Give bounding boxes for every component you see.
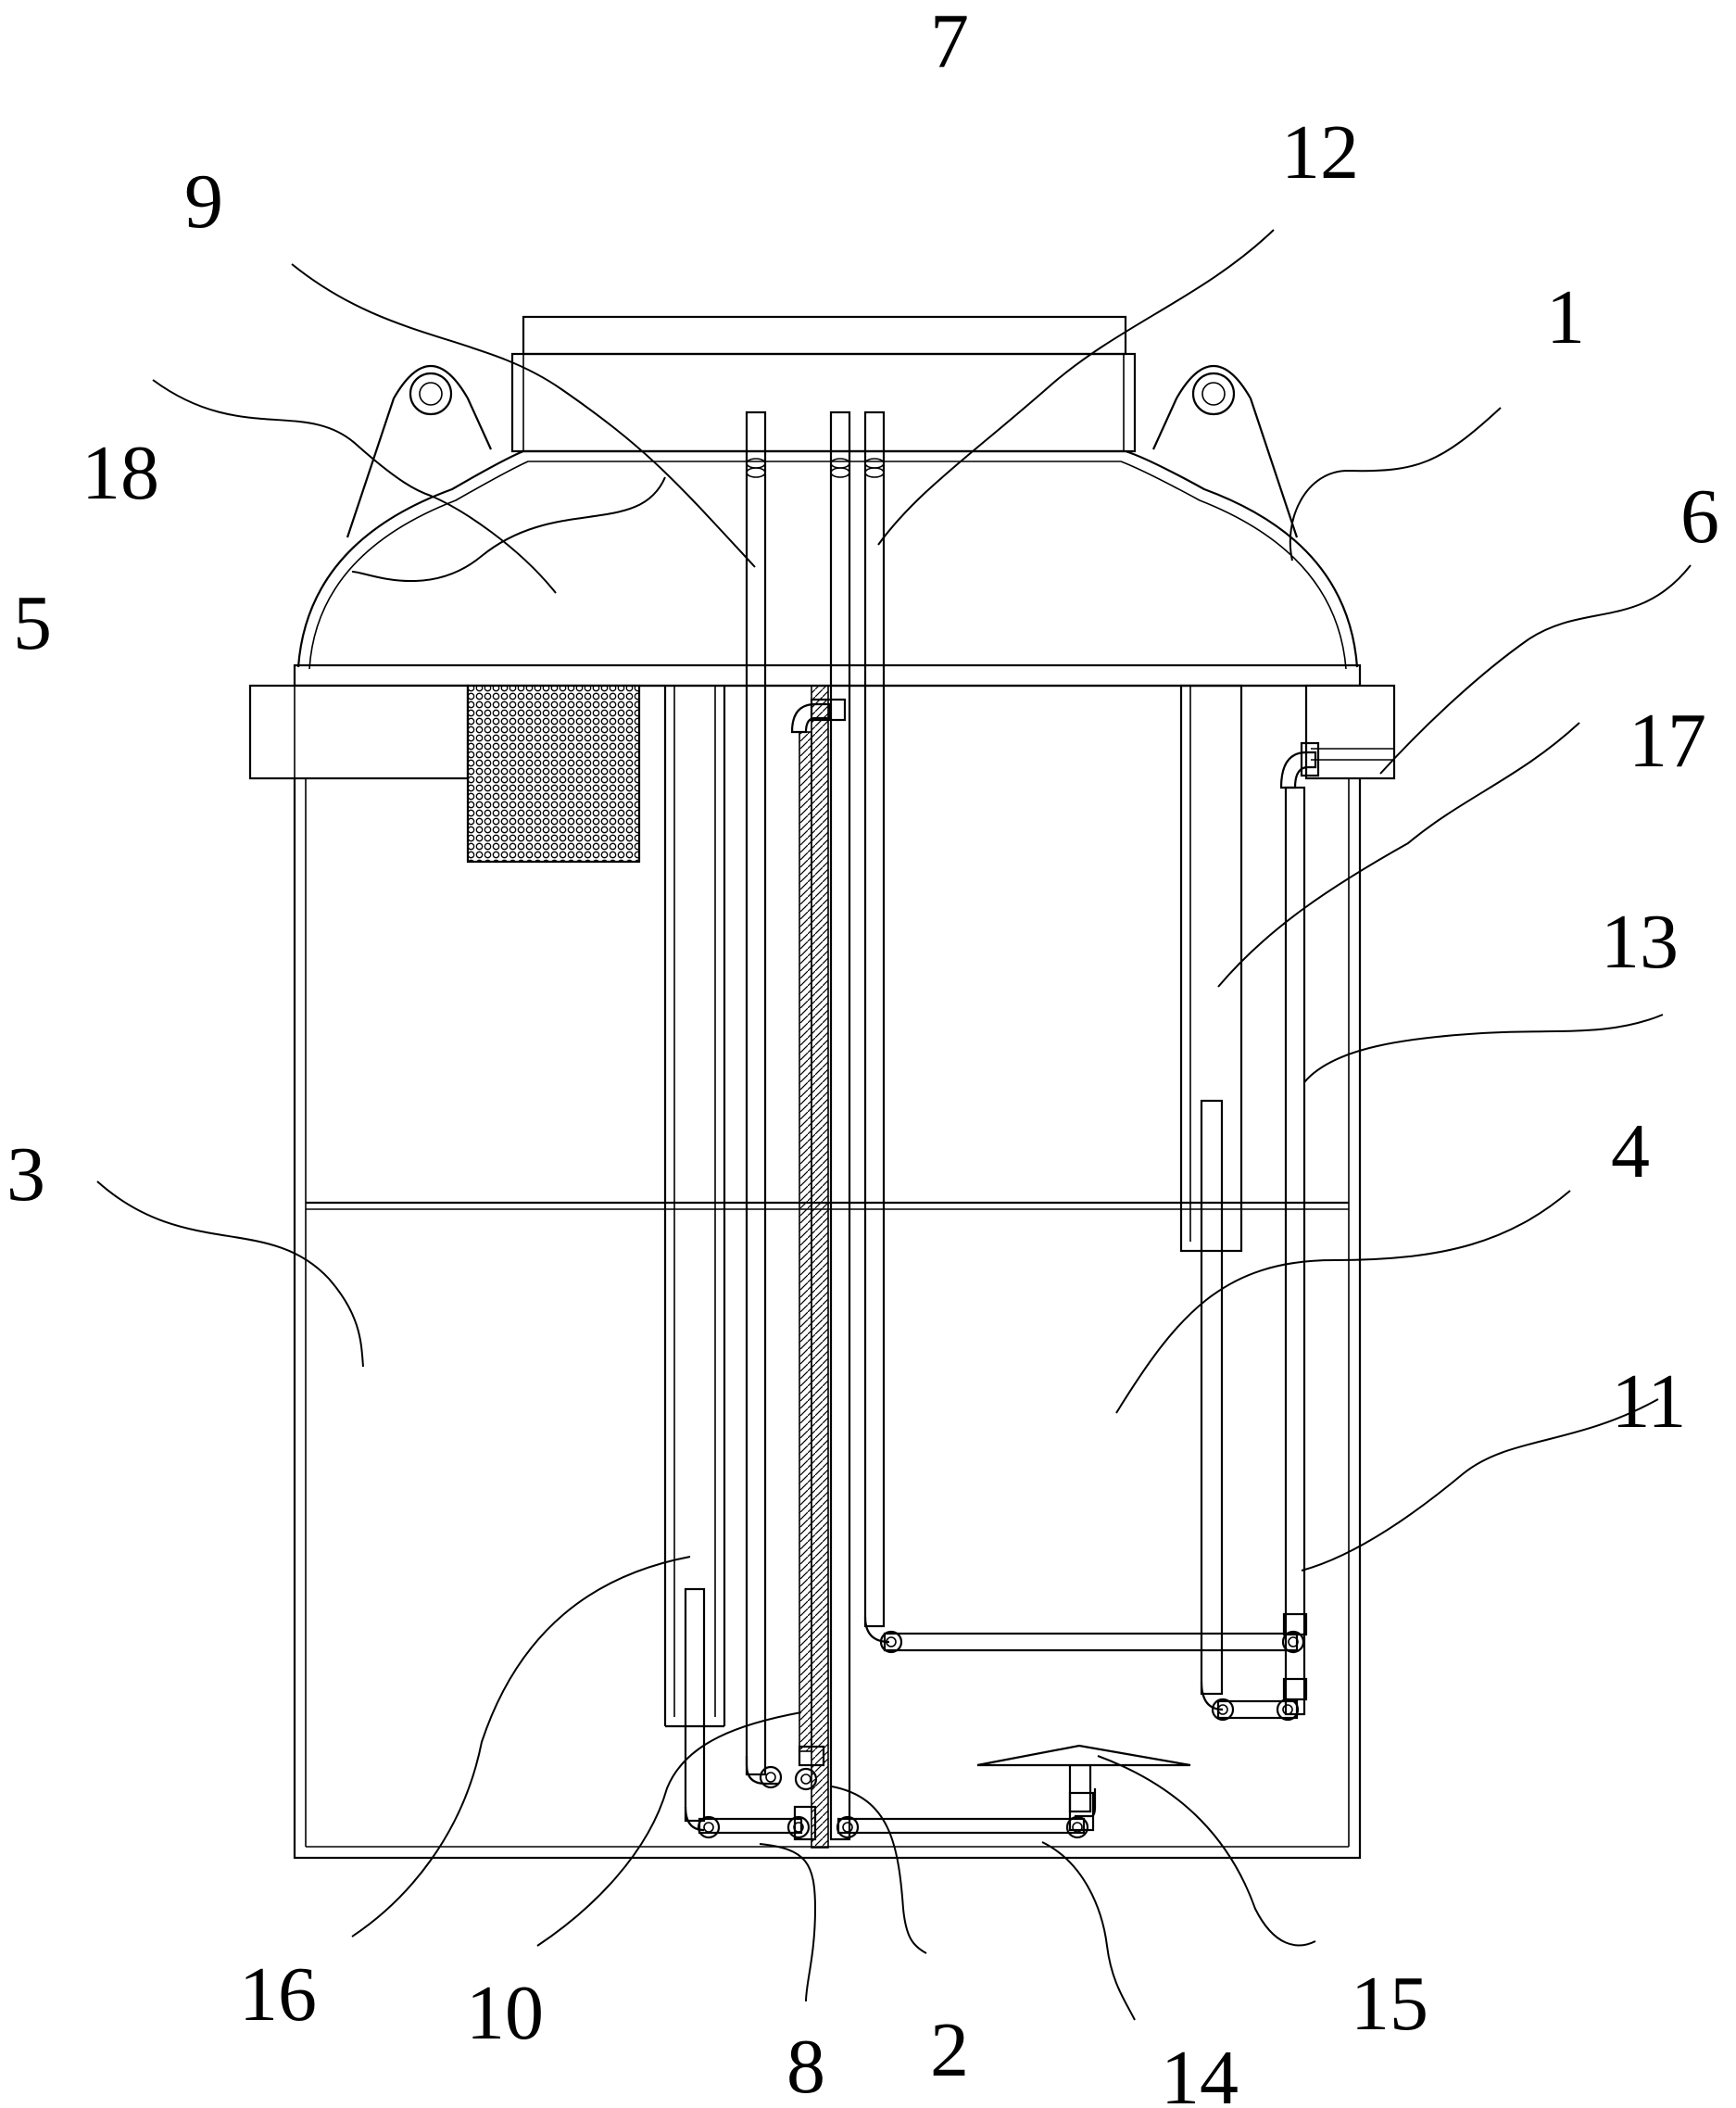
label-17: 17 <box>1629 698 1706 784</box>
outlet-pipe <box>1304 684 1396 780</box>
manhole-neck <box>510 315 1137 453</box>
guide-tube <box>663 686 726 1728</box>
bottom-pipe-14 <box>836 1788 1097 1839</box>
dome-cover <box>293 449 1362 688</box>
outlet-riser-13 <box>1279 741 1320 1716</box>
label-15: 15 <box>1351 1961 1428 2047</box>
label-8: 8 <box>786 2024 825 2108</box>
label-11: 11 <box>1612 1358 1687 1445</box>
leader-lines <box>96 229 1692 2021</box>
diffuser-15 <box>976 1744 1191 1813</box>
label-2: 2 <box>930 2007 969 2093</box>
guide-tube-right <box>1179 684 1243 1253</box>
label-18: 18 <box>82 430 159 516</box>
label-14: 14 <box>1161 2035 1239 2108</box>
lifting-lug-right <box>1151 364 1299 538</box>
filter-mesh <box>466 684 641 864</box>
reference-labels: 7 12 9 1 18 6 5 17 13 3 4 11 16 10 8 2 1… <box>6 0 1719 2108</box>
label-13: 13 <box>1601 899 1679 985</box>
label-7: 7 <box>930 0 969 84</box>
label-16: 16 <box>239 1951 317 2038</box>
label-12: 12 <box>1281 109 1359 196</box>
baffle-plate <box>811 685 829 1849</box>
label-9: 9 <box>184 158 223 245</box>
label-1: 1 <box>1546 274 1585 360</box>
lift-pipe-10 <box>790 698 847 1791</box>
label-4: 4 <box>1611 1108 1650 1194</box>
label-3: 3 <box>6 1131 45 1218</box>
return-pipe-11 <box>1200 1099 1300 1722</box>
pipe-9-elbow <box>745 1756 783 1789</box>
label-6: 6 <box>1680 473 1719 560</box>
air-pipe-aux <box>829 410 851 1841</box>
label-5: 5 <box>13 580 52 666</box>
bottom-pipe-8 <box>684 1587 817 1841</box>
air-pipe-9 <box>745 410 767 1776</box>
label-10: 10 <box>466 1970 544 2056</box>
inlet-pipe <box>248 684 470 780</box>
air-pipe-12 <box>863 410 886 1628</box>
lifting-lug-left <box>346 364 493 538</box>
connecting-pipe-12 <box>863 1616 1305 1654</box>
